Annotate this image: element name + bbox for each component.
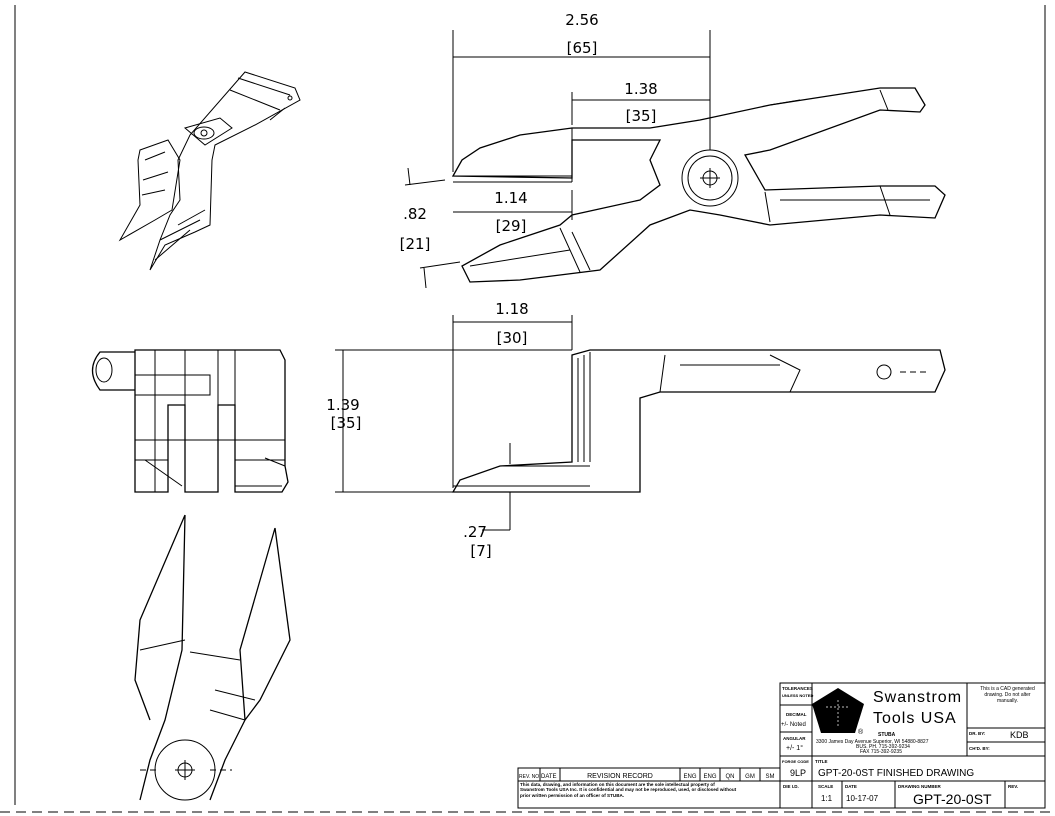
dim-blade-length-mm: [29] — [496, 217, 527, 235]
rev-header-eng2: ENG — [703, 774, 716, 780]
date-value: 10-17-07 — [846, 794, 879, 803]
angular-label: ANGULAR — [783, 736, 806, 741]
bottom-view — [134, 514, 291, 801]
company-phone: BUS. PH. 715-392-9234 — [856, 744, 910, 750]
rev-header-gm: GM — [745, 774, 755, 780]
tolerances-label: TOLERANCES — [782, 686, 813, 691]
drawn-by-value: KDB — [1010, 730, 1029, 740]
dim-blade-length: 1.14 — [494, 189, 527, 207]
isometric-view — [118, 71, 301, 271]
drawing-number-value: GPT-20-0ST — [913, 791, 992, 807]
stuba-label: STUBA — [878, 732, 896, 738]
sheet-border — [0, 5, 1055, 813]
dim-blade-thickness: .27 — [463, 523, 487, 541]
tolerances-sub: UNLESS NOTED — [782, 693, 813, 698]
title-block — [779, 682, 1046, 809]
rev-label: REV. — [1008, 784, 1018, 789]
confidentiality-notice: This data, drawing, and information on t… — [520, 782, 737, 798]
decimal-label: DECIMAL — [786, 712, 807, 717]
company-name-line1: Swanstrom — [873, 689, 962, 706]
checked-by-label: CH'D. BY: — [969, 746, 990, 751]
dim-height-mm: [35] — [331, 414, 362, 432]
dim-jaw-opening-mm: [21] — [400, 235, 431, 253]
company-logo-pentagon — [812, 688, 864, 733]
forge-code-label: FORGE CODE — [782, 759, 809, 764]
forge-code-value: 9LP — [790, 768, 806, 778]
cad-note: This is a CAD generated drawing. Do not … — [980, 686, 1035, 704]
rev-header-sm: SM — [766, 774, 775, 780]
dim-side-length: 1.18 — [495, 300, 528, 318]
dim-overall-length: 2.56 — [565, 11, 598, 29]
scale-value: 1:1 — [821, 794, 833, 803]
date-label: DATE — [845, 784, 857, 789]
dim-pivot-offset: 1.38 — [624, 80, 657, 98]
decimal-value: +/- Noted — [781, 722, 806, 728]
scale-label: SCALE — [818, 784, 833, 789]
company-fax: FAX 715-392-9235 — [860, 749, 902, 755]
rev-header-no: REV. NO — [519, 774, 539, 780]
drawn-by-label: DR. BY: — [969, 731, 986, 736]
dim-pivot-offset-mm: [35] — [626, 107, 657, 125]
company-name-line2: Tools USA — [873, 710, 957, 727]
top-view — [404, 30, 946, 289]
company-address: 3300 James Day Avenue Superior, WI 54880… — [816, 739, 929, 745]
drawing-title: GPT-20-0ST FINISHED DRAWING — [818, 768, 974, 779]
rev-header-record: REVISION RECORD — [587, 773, 653, 780]
registered-mark: ® — [858, 728, 864, 736]
die-id-label: DIE I.D. — [783, 784, 799, 789]
dim-jaw-opening: .82 — [403, 205, 427, 223]
dim-blade-thickness-mm: [7] — [470, 542, 491, 560]
side-view — [335, 315, 946, 531]
end-view — [91, 349, 289, 493]
dim-overall-length-mm: [65] — [567, 39, 598, 57]
rev-header-eng1: ENG — [683, 774, 696, 780]
dim-height: 1.39 — [326, 396, 359, 414]
angular-value: +/- 1° — [786, 744, 803, 752]
rev-header-qn: QN — [726, 774, 735, 780]
title-label: TITLE — [815, 759, 828, 764]
dim-side-length-mm: [30] — [497, 329, 528, 347]
revision-record — [517, 767, 781, 809]
rev-header-date: DATE — [541, 774, 557, 780]
drawing-number-label: DRAWING NUMBER — [898, 784, 941, 789]
